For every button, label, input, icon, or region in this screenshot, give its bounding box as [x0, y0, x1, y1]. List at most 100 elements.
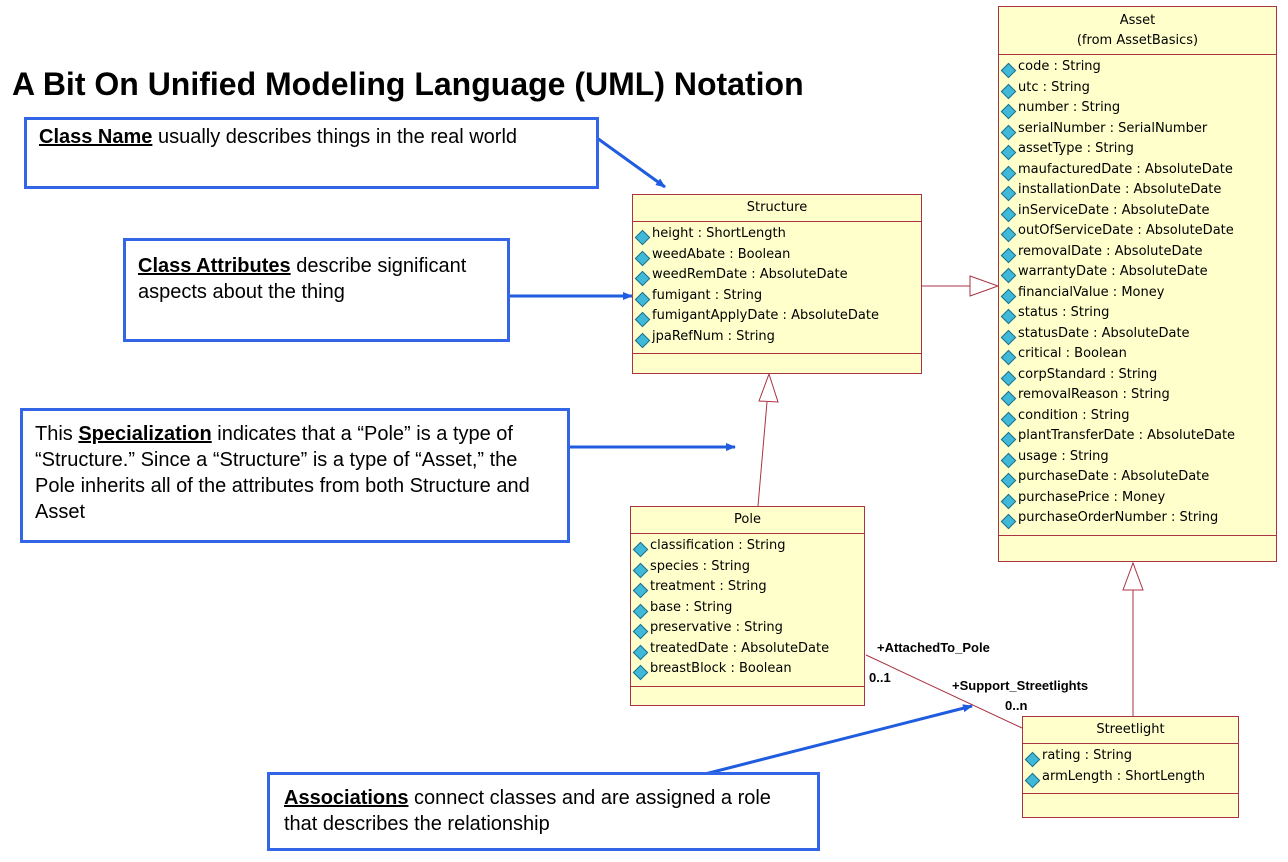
attribute-icon	[1000, 370, 1017, 386]
class-attribute: financialValue : Money	[999, 283, 1276, 304]
attribute-icon	[632, 603, 649, 619]
attribute-icon	[1000, 83, 1017, 99]
attribute-text: purchaseOrderNumber : String	[1018, 510, 1219, 525]
attribute-text: serialNumber : SerialNumber	[1018, 120, 1208, 136]
page-title: A Bit On Unified Modeling Language (UML)…	[12, 66, 804, 102]
class-attribute: maufacturedDate : AbsoluteDate	[999, 160, 1276, 181]
attribute-icon	[1000, 308, 1017, 325]
class-name-callout: Class Name usually describes things in t…	[24, 117, 599, 189]
class-streetlight-operations	[1023, 794, 1238, 806]
class-name-arrow	[596, 136, 666, 189]
class-attribute: statusDate : AbsoluteDate	[999, 324, 1276, 345]
class-attribute: fumigantApplyDate : AbsoluteDate	[633, 306, 921, 328]
class-attributes-callout: Class Attributes describe significant as…	[123, 238, 510, 342]
class-attribute: outOfServiceDate : AbsoluteDate	[999, 221, 1276, 243]
attribute-icon	[1000, 452, 1017, 468]
attribute-text: installationDate : AbsoluteDate	[1018, 182, 1222, 197]
attribute-text: statusDate : AbsoluteDate	[1018, 325, 1190, 341]
attribute-icon	[1000, 411, 1017, 427]
attribute-icon	[1000, 390, 1017, 407]
class-attribute: assetType : String	[999, 139, 1276, 161]
attribute-icon	[1000, 247, 1017, 263]
class-attribute: treatment : String	[631, 577, 864, 599]
attribute-text: species : String	[650, 558, 750, 574]
attribute-text: purchasePrice : Money	[1018, 489, 1166, 505]
attribute-icon	[632, 623, 649, 640]
attribute-text: number : String	[1018, 100, 1121, 115]
class-attribute: species : String	[631, 557, 864, 578]
class-pole-attributes: classification : String species : String t…	[631, 534, 864, 687]
attribute-text: usage : String	[1018, 448, 1109, 464]
attribute-text: maufacturedDate : AbsoluteDate	[1018, 161, 1233, 177]
attribute-text: financialValue : Money	[1018, 284, 1165, 300]
attribute-text: plantTransferDate : AbsoluteDate	[1018, 428, 1236, 443]
attribute-icon	[632, 644, 649, 660]
class-name-term: Class Name	[39, 126, 153, 148]
specialization-term: Specialization	[78, 423, 212, 445]
attribute-text: treatment : String	[650, 579, 767, 594]
class-attribute: breastBlock : Boolean	[631, 659, 864, 681]
class-pole-operations	[631, 687, 864, 703]
attribute-text: corpStandard : String	[1018, 366, 1158, 382]
class-name-description: usually describes things in the real wor…	[152, 126, 518, 148]
class-pole: Pole classification : String species : St…	[630, 506, 865, 706]
class-attribute: weedAbate : Boolean	[633, 245, 921, 266]
attribute-icon	[1000, 431, 1017, 448]
generalization-pole-structure	[757, 401, 768, 507]
class-attribute: base : String	[631, 598, 864, 619]
class-attribute: armLength : ShortLength	[1023, 767, 1238, 788]
class-attribute: jpaRefNum : String	[633, 327, 921, 348]
attribute-text: rating : String	[1042, 748, 1132, 763]
attribute-text: assetType : String	[1018, 141, 1134, 156]
generalization-triangle-structure	[758, 372, 779, 403]
attribute-text: weedAbate : Boolean	[652, 246, 791, 262]
attribute-text: condition : String	[1018, 407, 1130, 423]
associations-callout: Associations connect classes and are ass…	[267, 772, 820, 851]
class-attribute: plantTransferDate : AbsoluteDate	[999, 426, 1276, 448]
class-attribute: purchaseOrderNumber : String	[999, 508, 1276, 530]
class-attribute: condition : String	[999, 406, 1276, 427]
attribute-icon	[634, 250, 651, 266]
attribute-text: inServiceDate : AbsoluteDate	[1018, 202, 1210, 218]
class-attribute: critical : Boolean	[999, 344, 1276, 366]
attribute-icon	[1000, 349, 1017, 366]
class-attribute: rating : String	[1023, 746, 1238, 768]
attribute-text: base : String	[650, 599, 733, 615]
attribute-icon	[1000, 288, 1017, 304]
generalization-triangle-asset-left	[969, 275, 1000, 297]
class-attribute: purchasePrice : Money	[999, 488, 1276, 509]
attribute-text: classification : String	[650, 538, 786, 553]
attribute-text: utc : String	[1018, 79, 1090, 95]
class-streetlight-name: Streetlight	[1023, 717, 1238, 744]
class-structure-operations	[633, 354, 921, 370]
attribute-icon	[634, 270, 651, 287]
association-pole-streetlight	[865, 654, 1023, 729]
role-support-streetlights: +Support_Streetlights	[952, 678, 1089, 693]
class-attribute: purchaseDate : AbsoluteDate	[999, 467, 1276, 489]
attribute-text: purchaseDate : AbsoluteDate	[1018, 469, 1210, 484]
attribute-icon	[1000, 62, 1017, 79]
multiplicity-streetlight: 0..n	[1005, 698, 1028, 713]
attribute-text: status : String	[1018, 305, 1110, 320]
class-attribute: installationDate : AbsoluteDate	[999, 180, 1276, 202]
class-structure-name: Structure	[633, 195, 921, 222]
class-attribute: inServiceDate : AbsoluteDate	[999, 201, 1276, 222]
class-attribute: fumigant : String	[633, 286, 921, 307]
multiplicity-pole: 0..1	[869, 670, 891, 685]
attribute-icon	[634, 229, 651, 246]
attribute-text: removalDate : AbsoluteDate	[1018, 243, 1203, 259]
attribute-text: code : String	[1018, 59, 1101, 74]
attribute-icon	[1000, 493, 1017, 509]
attribute-text: fumigantApplyDate : AbsoluteDate	[652, 308, 879, 323]
class-asset-name: Asset	[1119, 13, 1156, 28]
attribute-text: critical : Boolean	[1018, 346, 1127, 361]
class-streetlight-attributes: rating : String armLength : ShortLength	[1023, 744, 1238, 794]
class-pole-name: Pole	[631, 507, 864, 534]
attribute-icon	[634, 291, 651, 307]
attribute-icon	[1000, 206, 1017, 222]
associations-arrow	[704, 704, 973, 776]
attribute-text: removalReason : String	[1018, 387, 1170, 402]
attribute-icon	[1000, 513, 1017, 530]
attribute-text: weedRemDate : AbsoluteDate	[652, 267, 848, 282]
